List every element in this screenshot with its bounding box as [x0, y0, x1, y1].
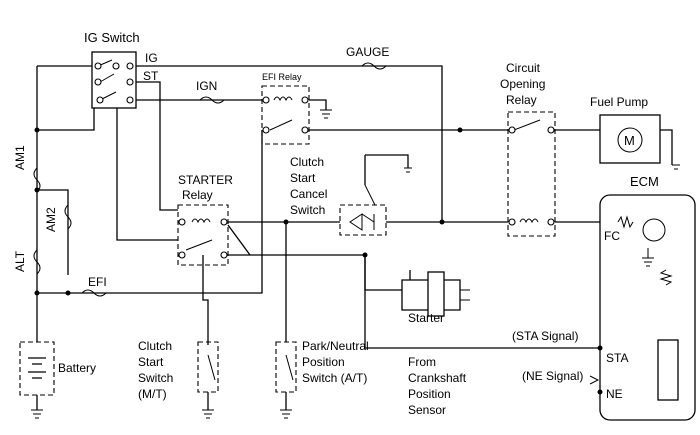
efi-fuse — [81, 289, 107, 297]
battery-box — [19, 341, 55, 396]
starter-relay-box — [177, 204, 229, 266]
crankshaft-label-1: From — [408, 355, 436, 369]
components: M — [19, 51, 696, 421]
ne-signal-arrow — [589, 375, 600, 385]
efi-relay-box — [261, 85, 310, 145]
crankshaft-label-4: Sensor — [408, 403, 446, 417]
circuit-opening-relay-box — [507, 111, 556, 237]
clutch-start-cancel-label-3: Cancel — [290, 187, 327, 201]
circuit-opening-relay-label-1: Circuit — [506, 61, 541, 75]
clutch-start-switch-label-4: (M/T) — [138, 387, 167, 401]
fc-label: FC — [604, 229, 620, 243]
circuit-opening-relay-label-3: Relay — [506, 93, 537, 107]
ig-terminal-label: IG — [145, 51, 158, 65]
circuit-opening-relay-coil — [519, 218, 539, 224]
alt-fuse — [33, 249, 41, 275]
am2-fuse — [64, 204, 72, 230]
park-neutral-switch-box — [275, 341, 297, 393]
park-neutral-label-3: Switch (A/T) — [302, 371, 367, 385]
sta-terminal-label: STA — [606, 351, 628, 365]
svg-text:M: M — [624, 133, 635, 148]
clutch-start-switch-label-1: Clutch — [138, 339, 172, 353]
efi-fuse-label: EFI — [88, 275, 107, 289]
starter-relay-coil — [191, 218, 211, 224]
labels: IG Switch IG ST GAUGE IGN EFI Relay Circ… — [13, 30, 659, 417]
clutch-start-switch-label-3: Switch — [138, 371, 173, 385]
starter-relay-label-2: Relay — [182, 188, 213, 202]
gauge-fuse — [361, 62, 387, 70]
am1-fuse — [33, 167, 41, 193]
st-terminal-label: ST — [143, 69, 159, 83]
efi-relay-coil — [273, 96, 293, 102]
ne-terminal-label: NE — [606, 387, 623, 401]
alt-label: ALT — [13, 250, 27, 272]
starter-label: Starter — [408, 311, 444, 325]
efi-relay-label: EFI Relay — [262, 72, 302, 82]
clutch-start-cancel-label-4: Switch — [290, 203, 325, 217]
clutch-start-cancel-label-1: Clutch — [290, 155, 324, 169]
fuel-pump-box — [599, 114, 661, 164]
ig-switch-label: IG Switch — [84, 30, 140, 45]
ecm-label: ECM — [630, 174, 659, 189]
clutch-start-cancel-box — [339, 204, 387, 236]
am2-label: AM2 — [44, 207, 58, 232]
clutch-start-cancel-label-2: Start — [290, 171, 316, 185]
starter-relay-label-1: STARTER — [178, 173, 233, 187]
ign-label: IGN — [196, 79, 217, 93]
am1-label: AM1 — [13, 145, 27, 170]
fc-resistor — [617, 215, 634, 229]
crankshaft-label-2: Crankshaft — [408, 371, 467, 385]
crankshaft-label-3: Position — [408, 387, 451, 401]
ign-fuse — [199, 96, 225, 104]
gauge-label: GAUGE — [346, 45, 389, 59]
fuel-pump-label: Fuel Pump — [590, 95, 648, 109]
clutch-start-switch-label-2: Start — [138, 355, 164, 369]
clutch-start-switch-box — [197, 341, 219, 393]
park-neutral-label-2: Position — [302, 355, 345, 369]
wiring — [36, 65, 673, 410]
sta-signal-label: (STA Signal) — [512, 329, 578, 343]
battery-label: Battery — [58, 361, 96, 375]
park-neutral-label-1: Park/Neutral — [302, 339, 369, 353]
ne-signal-label: (NE Signal) — [522, 369, 583, 383]
circuit-opening-relay-label-2: Opening — [500, 77, 545, 91]
